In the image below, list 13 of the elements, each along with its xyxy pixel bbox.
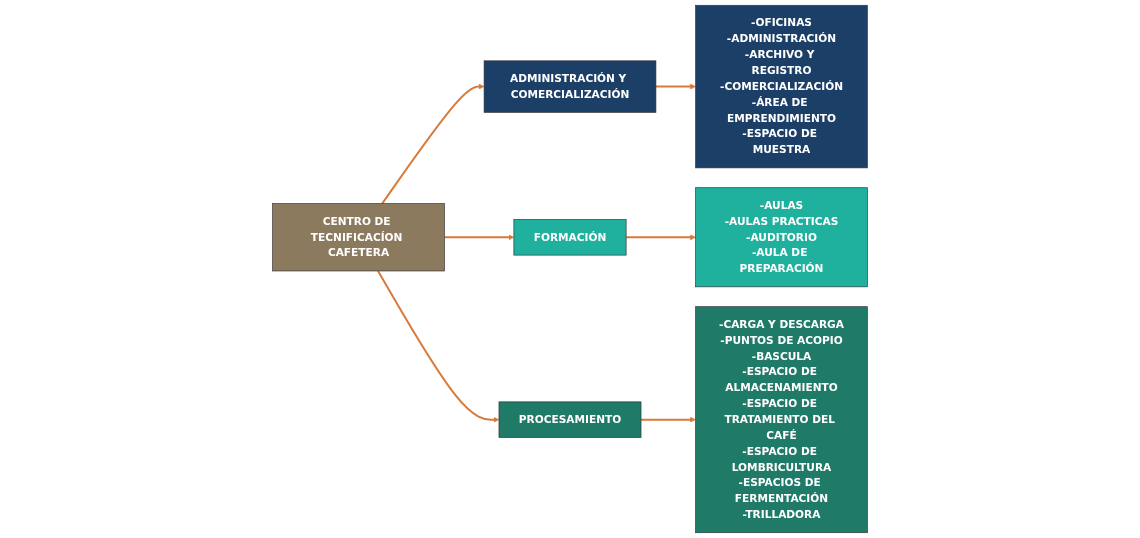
node-box: FORMACIÓN bbox=[513, 219, 627, 256]
node-box: CENTRO DE TECNIFICACÍON CAFETERA bbox=[272, 203, 445, 272]
node-box: -OFICINAS -ADMINISTRACIÓN -ARCHIVO Y REGISTRO -COMERCIALIZACIÓN -ÁREA DE EMPRENDIMIENTO -ESPACIO DE MUESTRA bbox=[695, 4, 868, 169]
node-box: ADMINISTRACIÓN Y COMERCIALIZACIÓN bbox=[483, 60, 657, 113]
arrow bbox=[377, 270, 500, 423]
arrow bbox=[640, 416, 696, 423]
node-box: -AULAS -AULAS PRACTICAS -AUDITORIO -AULA DE PREPARACIÓN bbox=[695, 187, 868, 288]
arrow bbox=[654, 83, 696, 90]
node-box: -CARGA Y DESCARGA -PUNTOS DE ACOPIO -BASCULA -ESPACIO DE ALMACENAMIENTO -ESPACIO DE TRATAMIENTO DEL CAFÉ -ESPACIO DE LOMBRICULTURA -ESPACIOS DE FERMENTACIÓN -TRILLADORA bbox=[695, 306, 868, 534]
arrow bbox=[625, 234, 696, 241]
arrow bbox=[443, 234, 515, 241]
node-box: PROCESAMIENTO bbox=[498, 401, 642, 438]
arrow bbox=[381, 83, 485, 205]
